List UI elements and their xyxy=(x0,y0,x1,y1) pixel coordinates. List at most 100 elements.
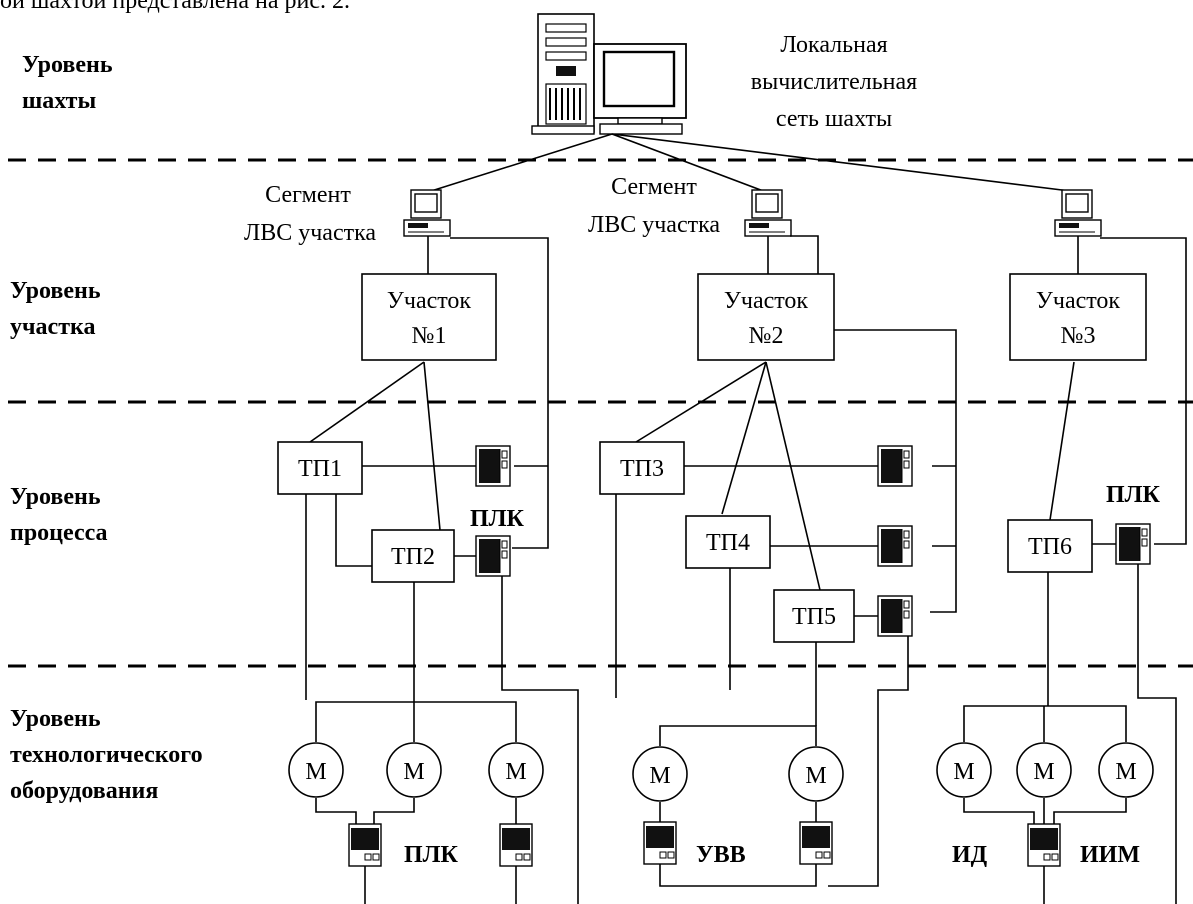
level-equipment-line1: Уровень xyxy=(10,706,101,732)
motor-icon: М xyxy=(288,742,344,798)
plc-icon xyxy=(475,445,511,487)
motor-bus xyxy=(963,705,1127,742)
link xyxy=(1049,361,1075,521)
svg-text:М: М xyxy=(305,759,326,785)
process-tp2-label: ТП2 xyxy=(391,544,435,570)
link xyxy=(1053,798,1127,824)
motor-icon: М xyxy=(1016,742,1072,798)
motor-icon: М xyxy=(936,742,992,798)
process-tp3-label: ТП3 xyxy=(620,456,664,482)
lan-link xyxy=(611,133,767,193)
io-device-icon xyxy=(799,821,833,865)
link xyxy=(373,798,415,824)
section-3-label-line2: №3 xyxy=(1061,323,1096,349)
plc-icon xyxy=(1115,523,1151,565)
link xyxy=(765,361,821,591)
plc-icon xyxy=(877,445,913,487)
segment-pc-3-icon xyxy=(1054,189,1102,237)
process-tp6-label: ТП6 xyxy=(1028,534,1072,560)
plc-downlink xyxy=(828,636,909,887)
segment-2-label-line1: Сегмент xyxy=(611,174,697,200)
link xyxy=(721,361,767,515)
section-3-label-line1: Участок xyxy=(1036,288,1121,314)
level-equipment-line3: оборудования xyxy=(10,778,158,804)
link xyxy=(423,361,441,531)
link xyxy=(335,494,372,567)
plc-icon xyxy=(348,823,382,867)
network-label-line1: Локальная xyxy=(780,32,887,58)
process-tp1-box xyxy=(277,441,363,495)
link xyxy=(309,361,425,443)
motor-icon: М xyxy=(632,746,688,802)
segment-1-label-line2: ЛВС участка xyxy=(244,220,376,246)
process-tp4-box xyxy=(685,515,771,569)
plc-icon xyxy=(475,535,511,577)
link xyxy=(315,798,357,824)
level-section-line1: Уровень xyxy=(10,278,101,304)
plc-label-1: ПЛК xyxy=(470,506,525,532)
plc-icon xyxy=(499,823,533,867)
io-device-icon xyxy=(1027,823,1061,867)
process-tp2-box xyxy=(371,529,455,583)
plc-downlink xyxy=(1137,564,1177,904)
io-device-icon xyxy=(643,821,677,865)
plc-label-2: ПЛК xyxy=(1106,482,1161,508)
mine-monitor-icon xyxy=(593,43,687,135)
motor-bus xyxy=(659,725,817,746)
id-label: ИД xyxy=(952,842,988,868)
mine-server-icon xyxy=(531,13,595,135)
process-tp1-label: ТП1 xyxy=(298,456,342,482)
segment-1-label-line1: Сегмент xyxy=(265,182,351,208)
section-2-box xyxy=(697,273,835,361)
motor-icon: М xyxy=(788,746,844,802)
plc-bus-1 xyxy=(450,237,549,549)
process-tp5-label: ТП5 xyxy=(792,604,836,630)
motor-icon: М xyxy=(1098,742,1154,798)
plc-bus-2 xyxy=(790,235,957,613)
plc-bus-3 xyxy=(1100,237,1187,545)
motor-icon: М xyxy=(488,742,544,798)
level-mine-line2: шахты xyxy=(22,88,96,114)
section-1-label-line1: Участок xyxy=(387,288,472,314)
svg-text:М: М xyxy=(505,759,526,785)
level-mine-line1: Уровень xyxy=(22,52,113,78)
caption-fragment: ой шахтой представлена на рис. 2. xyxy=(0,0,350,14)
lan-link xyxy=(427,133,613,193)
section-3-box xyxy=(1009,273,1147,361)
plc-icon xyxy=(877,525,913,567)
process-tp3-box xyxy=(599,441,685,495)
motor-bus xyxy=(315,701,517,742)
svg-text:М: М xyxy=(953,759,974,785)
process-tp4-label: ТП4 xyxy=(706,530,750,556)
segment-pc-1-icon xyxy=(403,189,451,237)
plc-downlink xyxy=(501,576,579,904)
level-process-line1: Уровень xyxy=(10,484,101,510)
network-label-line2: вычислительная xyxy=(751,69,917,95)
link xyxy=(659,864,817,887)
plc-icon xyxy=(877,595,913,637)
uvv-label: УВВ xyxy=(696,842,746,868)
process-tp6-box xyxy=(1007,519,1093,573)
svg-text:М: М xyxy=(1033,759,1054,785)
section-1-box xyxy=(361,273,497,361)
level-process-line2: процесса xyxy=(10,520,108,546)
svg-text:М: М xyxy=(1115,759,1136,785)
lan-link xyxy=(611,133,1079,193)
segment-pc-2-icon xyxy=(744,189,792,237)
section-2-label-line1: Участок xyxy=(724,288,809,314)
level-equipment-line2: технологического xyxy=(10,742,203,768)
process-tp5-box xyxy=(773,589,855,643)
level-section-line2: участка xyxy=(10,314,95,340)
section-2-label-line2: №2 xyxy=(749,323,784,349)
svg-text:М: М xyxy=(403,759,424,785)
segment-2-label-line2: ЛВС участка xyxy=(588,212,720,238)
plc-label-3: ПЛК xyxy=(404,842,459,868)
svg-text:М: М xyxy=(649,763,670,789)
section-1-label-line2: №1 xyxy=(412,323,447,349)
motor-icon: М xyxy=(386,742,442,798)
link xyxy=(635,361,767,443)
network-label-line3: сеть шахты xyxy=(776,106,892,132)
iim-label: ИИМ xyxy=(1080,842,1140,868)
link xyxy=(963,798,1035,824)
